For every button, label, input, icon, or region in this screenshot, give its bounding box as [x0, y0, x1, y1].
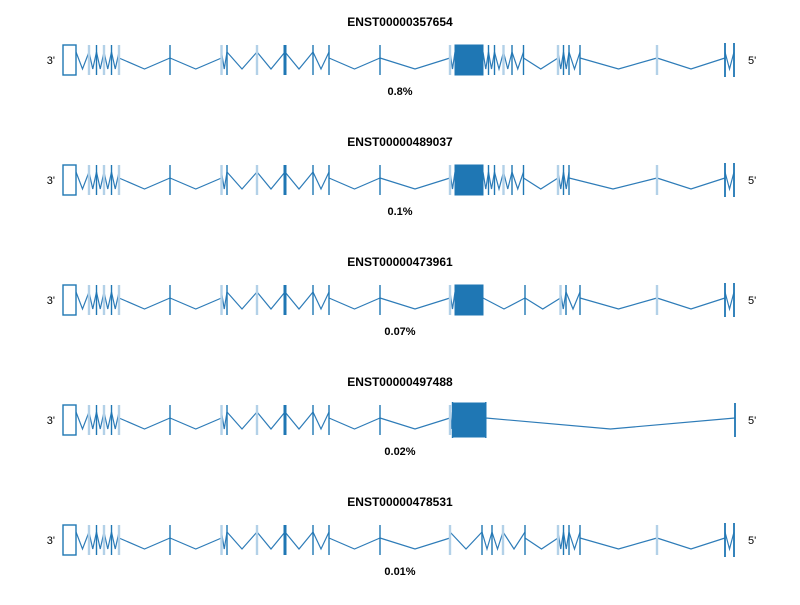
- exon-open-box: [62, 284, 77, 316]
- five-prime-label: 5': [748, 55, 756, 67]
- transcript-id-label: ENST00000357654: [347, 15, 453, 29]
- five-prime-label: 5': [748, 415, 756, 427]
- usage-percent-label: 0.07%: [384, 326, 415, 338]
- exon-filled-box: [454, 164, 484, 196]
- usage-percent-label: 0.01%: [384, 566, 415, 578]
- three-prime-label: 3': [47, 295, 55, 307]
- exon-open-box: [62, 524, 77, 556]
- transcript-id-label: ENST00000489037: [347, 135, 453, 149]
- transcript-row: ENST00000497488 3' 5' 0.02%: [47, 375, 756, 458]
- usage-percent-label: 0.1%: [387, 206, 412, 218]
- three-prime-label: 3': [47, 535, 55, 547]
- intron-lines: [75, 531, 735, 552]
- transcript-row: ENST00000478531 3' 5' 0.01%: [47, 495, 756, 578]
- transcript-row: ENST00000473961 3' 5' 0.07%: [47, 255, 756, 338]
- three-prime-label: 3': [47, 175, 55, 187]
- five-prime-label: 5': [748, 175, 756, 187]
- exon-filled-box: [454, 284, 484, 316]
- intron-lines: [75, 411, 736, 431]
- exon-filled-box: [452, 402, 486, 438]
- intron-lines: [75, 291, 735, 312]
- intron-lines: [75, 171, 735, 192]
- exon-open-box: [62, 44, 77, 76]
- five-prime-label: 5': [748, 535, 756, 547]
- usage-percent-label: 0.8%: [387, 86, 412, 98]
- usage-percent-label: 0.02%: [384, 446, 415, 458]
- transcript-id-label: ENST00000497488: [347, 375, 453, 389]
- five-prime-label: 5': [748, 295, 756, 307]
- transcript-row: ENST00000357654 3' 5' 0.8%: [47, 15, 756, 98]
- three-prime-label: 3': [47, 55, 55, 67]
- transcript-row: ENST00000489037 3' 5' 0.1%: [47, 135, 756, 218]
- transcript-id-label: ENST00000473961: [347, 255, 453, 269]
- exon-filled-box: [454, 44, 484, 76]
- three-prime-label: 3': [47, 415, 55, 427]
- exon-open-box: [62, 404, 77, 436]
- intron-lines: [75, 51, 735, 72]
- exon-open-box: [62, 164, 77, 196]
- transcript-id-label: ENST00000478531: [347, 495, 453, 509]
